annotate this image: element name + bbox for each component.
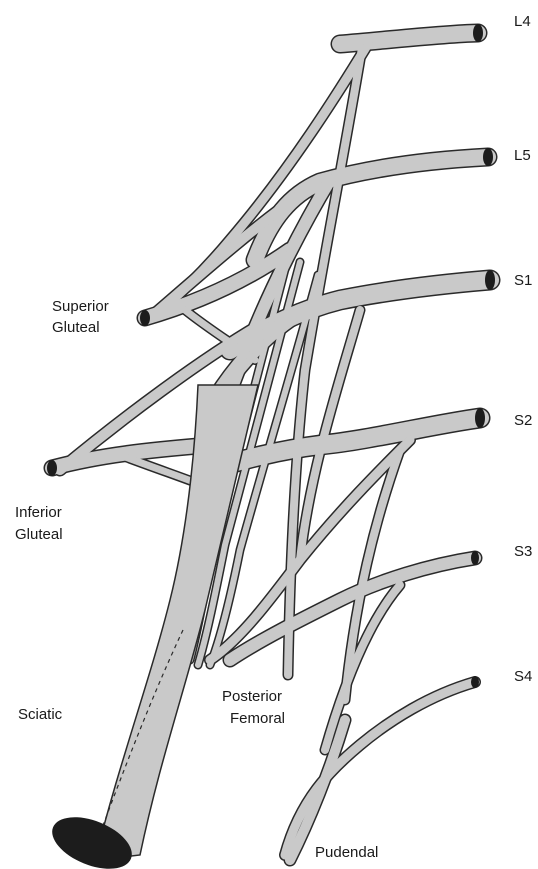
s2-end — [475, 408, 485, 428]
s4-root — [285, 682, 475, 855]
l5-end — [483, 148, 493, 166]
label-posterior-femoral-1: Posterior — [222, 687, 282, 707]
s4-root-outline — [285, 682, 475, 855]
label-inferior-gluteal-2: Gluteal — [15, 525, 63, 545]
label-inferior-gluteal-1: Inferior — [15, 503, 62, 523]
label-s3: S3 — [514, 542, 532, 562]
pudendal-trunk — [290, 720, 345, 860]
s4-end — [471, 676, 479, 688]
label-s1: S1 — [514, 271, 532, 291]
s1-end — [485, 270, 495, 290]
label-pudendal: Pudendal — [315, 843, 378, 863]
label-l5: L5 — [514, 146, 531, 166]
label-s4: S4 — [514, 667, 532, 687]
superior-gluteal-end — [140, 310, 150, 326]
nerve-branches — [52, 33, 490, 860]
label-posterior-femoral-2: Femoral — [230, 709, 285, 729]
label-sciatic: Sciatic — [18, 705, 62, 725]
label-l4: L4 — [514, 12, 531, 32]
label-s2: S2 — [514, 411, 532, 431]
s3-end — [471, 551, 479, 565]
label-superior-gluteal-1: Superior — [52, 297, 109, 317]
label-superior-gluteal-2: Gluteal — [52, 318, 100, 338]
l4-end — [473, 24, 483, 42]
inferior-gluteal-end — [47, 460, 57, 476]
